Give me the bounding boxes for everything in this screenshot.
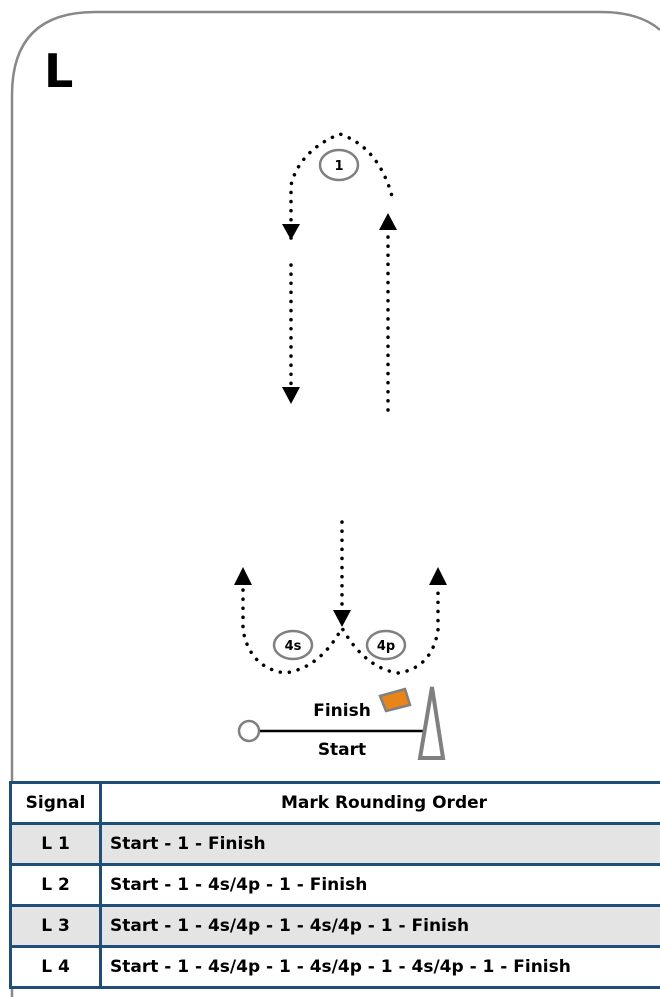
mark-4p-circle bbox=[365, 629, 407, 661]
table-row: L 4 Start - 1 - 4s/4p - 1 - 4s/4p - 1 - … bbox=[9, 945, 660, 989]
arrow-down-icon bbox=[333, 610, 351, 627]
course-diagram: 1 4s 4p Finish Start bbox=[234, 132, 447, 760]
order-cell: Start - 1 - 4s/4p - 1 - Finish bbox=[99, 863, 660, 907]
order-cell: Start - 1 - Finish bbox=[99, 822, 660, 866]
orange-flag-icon bbox=[378, 687, 412, 713]
mark-4s-label: 4s bbox=[285, 639, 302, 654]
start-label: Start bbox=[318, 740, 366, 760]
table-row: L 1 Start - 1 - Finish bbox=[9, 822, 660, 866]
arrow-down-icon bbox=[282, 387, 300, 404]
signal-cell: L 4 bbox=[9, 945, 102, 989]
signal-cell: L 1 bbox=[9, 822, 102, 866]
pin-end-mark bbox=[237, 719, 261, 743]
table-row: L 3 Start - 1 - 4s/4p - 1 - 4s/4p - 1 - … bbox=[9, 904, 660, 948]
arrow-up-icon bbox=[234, 567, 252, 585]
order-cell: Start - 1 - 4s/4p - 1 - 4s/4p - 1 - Fini… bbox=[99, 904, 660, 948]
arrow-up-icon bbox=[429, 567, 447, 585]
mark-4s-circle bbox=[272, 629, 314, 661]
table-header-row: Signal Mark Rounding Order bbox=[9, 781, 660, 825]
gate-rounding-path bbox=[241, 588, 440, 675]
mark-1-label: 1 bbox=[334, 159, 343, 174]
table-row: L 2 Start - 1 - 4s/4p - 1 - Finish bbox=[9, 863, 660, 907]
mark-4p-label: 4p bbox=[377, 639, 395, 654]
mark-1-circle bbox=[318, 148, 360, 182]
committee-boat-icon bbox=[417, 686, 446, 760]
course-letter: L bbox=[44, 44, 74, 98]
arrow-up-icon bbox=[379, 213, 397, 230]
arrow-down-icon bbox=[282, 224, 300, 240]
order-cell: Start - 1 - 4s/4p - 1 - 4s/4p - 1 - 4s/4… bbox=[99, 945, 660, 989]
header-mark-rounding-order: Mark Rounding Order bbox=[99, 781, 660, 825]
signal-table: Signal Mark Rounding Order L 1 Start - 1… bbox=[9, 781, 660, 989]
windward-rounding-path bbox=[289, 132, 395, 240]
signal-cell: L 3 bbox=[9, 904, 102, 948]
signal-cell: L 2 bbox=[9, 863, 102, 907]
header-signal: Signal bbox=[9, 781, 102, 825]
finish-label: Finish bbox=[313, 701, 371, 721]
